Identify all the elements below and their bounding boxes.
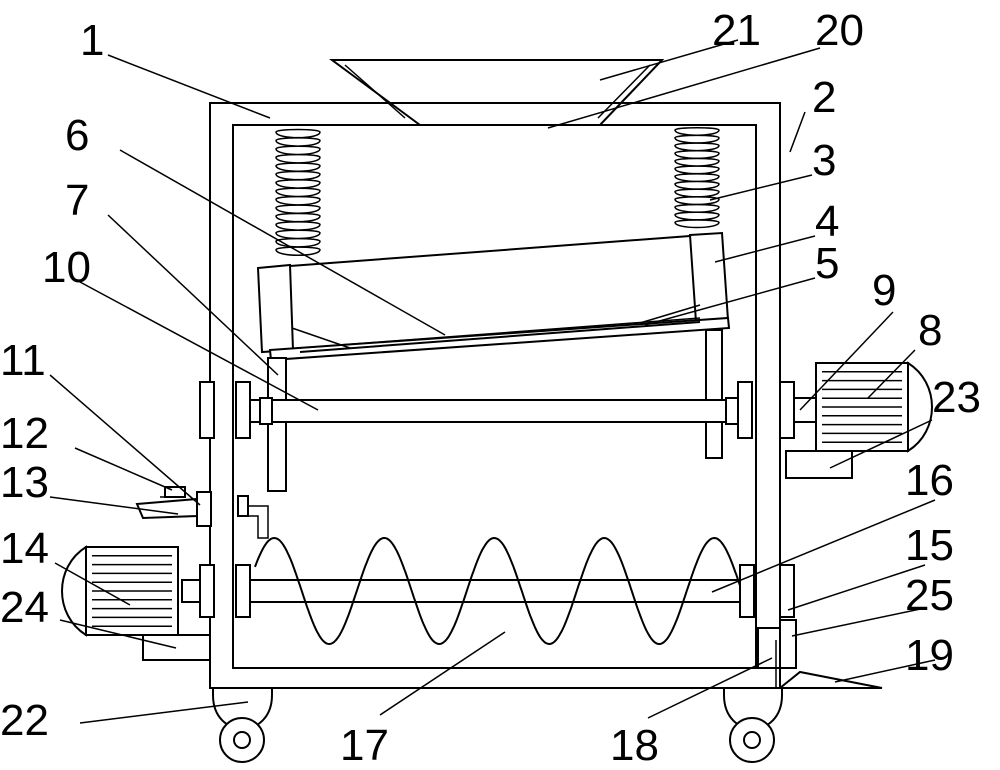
label-20: 20 [815,6,864,55]
label-9: 9 [872,266,896,315]
screen-frame [256,231,731,362]
label-5: 5 [815,239,839,288]
inner-outlet [237,495,269,539]
feed-hopper [328,59,665,126]
label-12: 12 [0,409,49,458]
discharge-chute [757,619,883,689]
label-25: 25 [905,571,954,620]
label-24: 24 [0,583,49,632]
label-11: 11 [0,336,46,385]
label-6: 6 [65,111,89,160]
label-10: 10 [42,243,91,292]
discharge-valve [135,486,212,527]
label-15: 15 [905,521,954,570]
legs-and-wheels [212,688,783,763]
part-labels: 1 2 3 4 5 6 7 8 9 10 11 12 13 14 15 16 1… [0,6,981,770]
label-14: 14 [0,524,49,573]
label-7: 7 [65,176,89,225]
sieve-mesh [299,317,701,353]
label-22: 22 [0,696,49,745]
label-23: 23 [932,373,981,422]
lower-shaft [181,564,795,618]
screw-conveyor [254,536,741,646]
label-13: 13 [0,458,49,507]
upper-shaft [199,381,817,439]
label-3: 3 [812,136,836,185]
spring-right [674,126,720,229]
label-2: 2 [812,73,836,122]
label-8: 8 [918,306,942,355]
left-motor [61,545,211,661]
label-19: 19 [905,631,954,680]
leader-lines [49,39,936,724]
label-1: 1 [80,16,104,65]
label-18: 18 [610,721,659,770]
spring-left [275,128,321,257]
label-17: 17 [340,721,389,770]
label-21: 21 [712,6,761,55]
label-4: 4 [815,197,839,246]
label-16: 16 [905,456,954,505]
right-motor [785,361,933,479]
